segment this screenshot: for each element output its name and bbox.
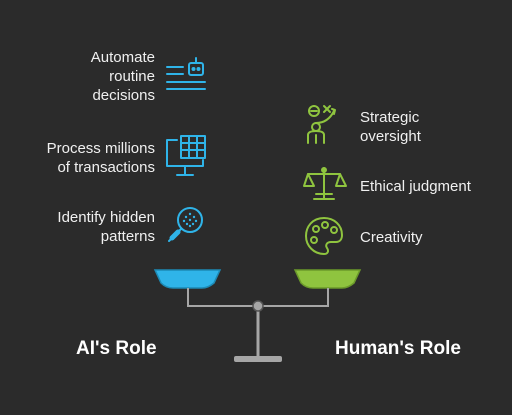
ai-pan bbox=[153, 269, 222, 289]
human-role-heading: Human's Role bbox=[335, 338, 461, 359]
human-item-creativity: Creativity bbox=[360, 229, 423, 246]
ai-item-process: Process millions of transactions bbox=[46, 140, 155, 176]
human-item-strategic: Strategic oversight bbox=[360, 109, 421, 145]
robot-list-icon bbox=[163, 56, 211, 98]
justice-scale-icon bbox=[302, 164, 352, 206]
human-pan bbox=[293, 269, 362, 289]
computer-spreadsheet-icon bbox=[163, 134, 211, 180]
strategist-icon bbox=[302, 103, 348, 149]
ai-item-identify: Identify hidden patterns bbox=[57, 209, 155, 245]
ai-item-automate: Automate routine decisions bbox=[90, 49, 155, 104]
human-item-ethical: Ethical judgment bbox=[360, 178, 471, 195]
magnifier-pattern-icon bbox=[163, 204, 209, 250]
ai-role-heading: AI's Role bbox=[76, 338, 157, 359]
paint-palette-icon bbox=[302, 214, 348, 260]
